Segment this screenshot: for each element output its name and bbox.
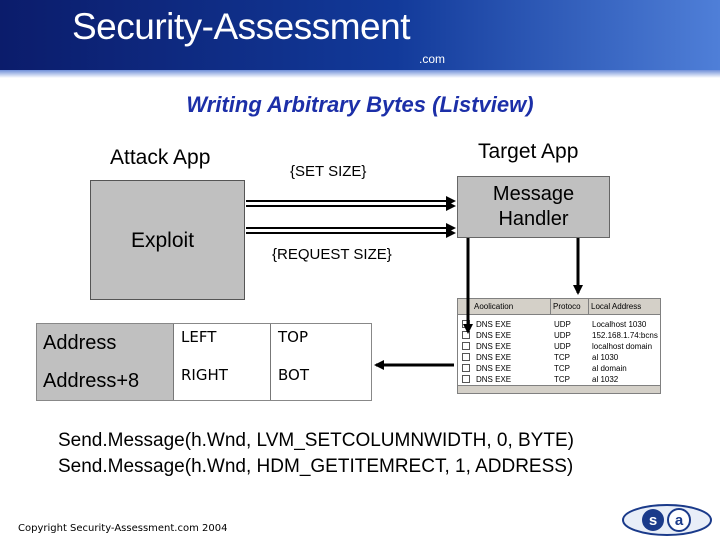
listview-checkbox xyxy=(462,375,470,383)
listview-cell: UDP xyxy=(554,342,571,351)
listview-row: DNS EXE TCP al 1032 xyxy=(458,374,660,385)
listview-cell: al 1032 xyxy=(592,375,619,384)
exploit-label: Exploit xyxy=(131,229,195,252)
listview-cell: 152.168.1.74:bcns xyxy=(592,331,658,340)
listview-cell: DNS EXE xyxy=(476,375,512,384)
memory-high-field: BOT xyxy=(270,362,371,400)
listview-cell: localhost domain xyxy=(592,342,653,351)
memory-address: Address+8 xyxy=(37,362,173,400)
memory-table: Address LEFT TOP Address+8 RIGHT BOT xyxy=(36,323,372,401)
memory-row: Address+8 RIGHT BOT xyxy=(37,362,371,400)
copyright-text: Copyright Security-Assessment.com 2004 xyxy=(18,523,228,534)
handler-line-2: Handler xyxy=(498,208,569,230)
table-divider xyxy=(270,324,271,400)
listview-cell: DNS EXE xyxy=(476,320,512,329)
listview-scrollbar xyxy=(458,385,660,393)
logo-letter-s: s xyxy=(649,512,657,529)
message-handler-box: Message Handler xyxy=(457,176,610,238)
listview-cell: UDP xyxy=(554,320,571,329)
listview-cell: TCP xyxy=(554,353,570,362)
target-app-label: Target App xyxy=(478,140,579,163)
header-banner: Security-Assessment .com xyxy=(0,0,720,78)
request-size-arrow xyxy=(246,223,456,238)
listview-column-header: Local Address xyxy=(589,299,660,314)
listview-cell: Localhost 1030 xyxy=(592,320,647,329)
listview-cell: DNS EXE xyxy=(476,353,512,362)
set-size-message: {SET SIZE} xyxy=(290,163,367,180)
listview-row: DNS EXE TCP al 1030 xyxy=(458,352,660,363)
listview-cell: TCP xyxy=(554,364,570,373)
exploit-box: Exploit xyxy=(90,180,245,300)
listview-cell: DNS EXE xyxy=(476,364,512,373)
memory-high-field: TOP xyxy=(270,324,371,362)
memory-row: Address LEFT TOP xyxy=(37,324,371,362)
listview-checkbox xyxy=(462,364,470,372)
send-message-line-1: Send.Message(h.Wnd, LVM_SETCOLUMNWIDTH, … xyxy=(58,430,574,451)
memory-low-field: RIGHT xyxy=(173,362,270,400)
request-size-message: {REQUEST SIZE} xyxy=(272,246,392,263)
set-size-arrow xyxy=(246,196,456,211)
listview-row: DNS EXE TCP al domain xyxy=(458,363,660,374)
listview-column-header: Aoolication xyxy=(458,299,551,314)
memory-address: Address xyxy=(37,324,173,362)
attack-app-label: Attack App xyxy=(110,146,211,169)
listview-screenshot: Aoolication Protoco Local Address DNS EX… xyxy=(457,298,661,394)
slide-title: Writing Arbitrary Bytes (Listview) xyxy=(186,92,534,117)
listview-cell: al domain xyxy=(592,364,627,373)
send-message-line-2: Send.Message(h.Wnd, HDM_GETITEMRECT, 1, … xyxy=(58,456,574,477)
listview-cell: DNS EXE xyxy=(476,331,512,340)
listview-column-header: Protoco xyxy=(551,299,589,314)
listview-row: DNS EXE UDP localhost domain xyxy=(458,341,660,352)
listview-checkbox xyxy=(462,353,470,361)
header-fade xyxy=(0,70,720,78)
listview-cell: al 1030 xyxy=(592,353,619,362)
table-divider xyxy=(173,324,174,400)
brand-title: Security-Assessment xyxy=(72,6,411,47)
listview-cell: UDP xyxy=(554,331,571,340)
listview-checkbox xyxy=(462,342,470,350)
listview-header: Aoolication Protoco Local Address xyxy=(458,299,660,315)
listview-cell: DNS EXE xyxy=(476,342,512,351)
memory-low-field: LEFT xyxy=(173,324,270,362)
logo-letter-a: a xyxy=(675,512,684,529)
listview-cell: TCP xyxy=(554,375,570,384)
brand-suffix: .com xyxy=(419,52,446,66)
handler-line-1: Message xyxy=(492,183,575,205)
